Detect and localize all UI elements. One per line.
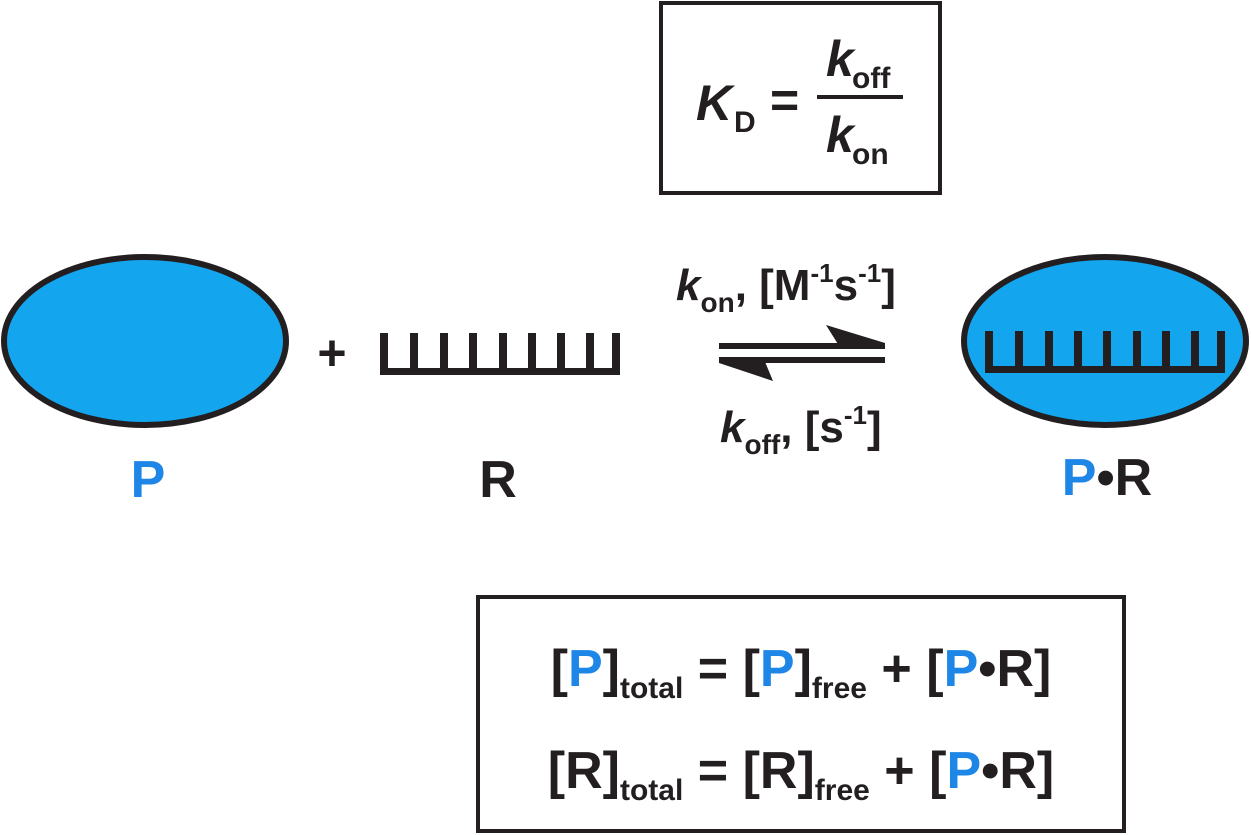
- koff-numerator-symbol: k: [826, 31, 856, 87]
- koff-numerator-subscript: off: [852, 62, 891, 95]
- protein-ellipse: [1, 254, 289, 428]
- kd-box-frame: [659, 1, 942, 195]
- protein-label: P: [131, 451, 166, 509]
- bound-rna-comb-icon: [985, 331, 1225, 373]
- mass-balance-frame: [476, 595, 1126, 833]
- kd-equation-box: K D = k off k on: [659, 1, 942, 195]
- protein-p: P: [1, 254, 289, 509]
- koff-rate-label: koff, [s-1]: [720, 400, 882, 460]
- complex-label: P•R: [1062, 449, 1152, 507]
- kd-subscript: D: [734, 106, 756, 139]
- kd-equals: =: [770, 72, 799, 128]
- rna-total-equation: [R]total = [R]free + [P•R]: [548, 742, 1055, 807]
- reverse-arrow-icon: [719, 357, 885, 381]
- kon-denominator-symbol: k: [826, 107, 856, 163]
- kon-denominator-subscript: on: [852, 138, 889, 171]
- rna-label: R: [479, 451, 517, 509]
- complex-p-r: P•R: [961, 254, 1249, 507]
- protein-total-equation: [P]total = [P]free + [P•R]: [551, 640, 1052, 705]
- plus-sign: +: [317, 325, 346, 381]
- mass-balance-box: [P]total = [P]free + [P•R] [R]total = [R…: [476, 595, 1126, 833]
- rna-r: R: [380, 333, 620, 509]
- kd-symbol: K: [696, 75, 736, 131]
- kon-rate-label: kon, [M-1s-1]: [676, 258, 896, 318]
- forward-arrow-icon: [719, 325, 885, 349]
- rna-comb-icon: [380, 333, 620, 375]
- equilibrium-arrows: kon, [M-1s-1] koff, [s-1]: [676, 258, 896, 460]
